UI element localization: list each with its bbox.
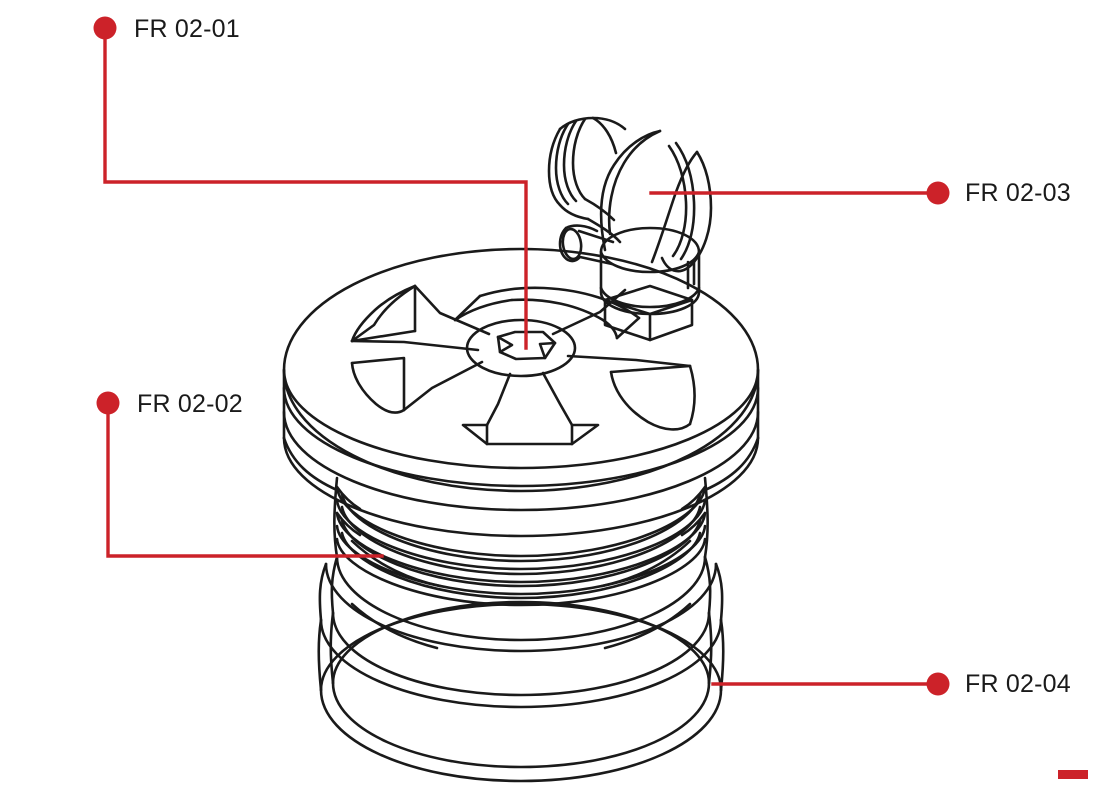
callout-marker-fr-02-03[interactable] (926, 181, 950, 205)
lower-spring-coils (317, 539, 725, 783)
threaded-barrel (333, 476, 709, 607)
callout-label-fr-02-02: FR 02-02 (137, 390, 243, 418)
stacked-rim-rings (282, 368, 760, 538)
page-corner-bar (1058, 770, 1088, 779)
callout-marker-fr-02-01[interactable] (93, 16, 117, 40)
callout-leader-fr-02-02 (96, 391, 384, 558)
callout-label-fr-02-01: FR 02-01 (134, 15, 240, 43)
callout-layer (93, 16, 950, 696)
callout-marker-fr-02-04[interactable] (926, 672, 950, 696)
elbow-fitting (547, 116, 713, 342)
callout-label-fr-02-03: FR 02-03 (965, 179, 1071, 207)
callout-leader-fr-02-01 (93, 16, 528, 350)
callout-leader-fr-02-03 (649, 181, 950, 205)
callout-label-fr-02-04: FR 02-04 (965, 670, 1071, 698)
callout-leader-fr-02-04 (711, 672, 950, 696)
spoked-wheel-cap (282, 247, 760, 493)
part-linework (282, 116, 760, 783)
callout-marker-fr-02-02[interactable] (96, 391, 120, 415)
